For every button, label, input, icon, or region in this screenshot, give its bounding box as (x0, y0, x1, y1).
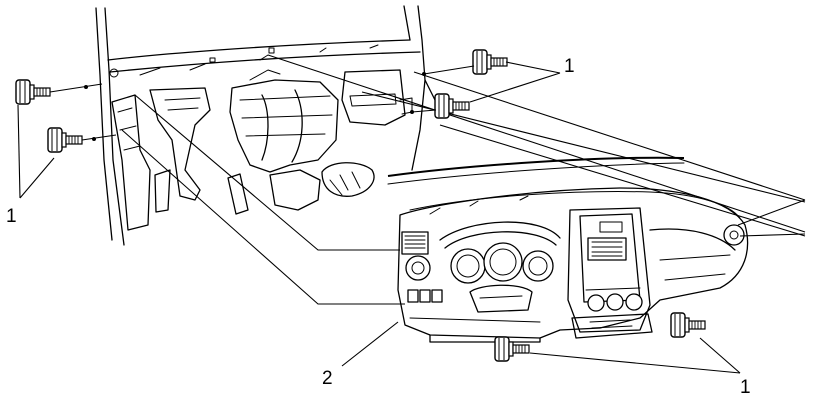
bolt-leader-lines (49, 65, 475, 141)
callout-1-left: 1 (6, 206, 17, 227)
callout-1-bottom-right: 1 (740, 377, 751, 398)
callout-leaders (17, 61, 741, 374)
callout-1-top-right: 1 (564, 56, 575, 77)
vehicle-body-frame (95, 5, 441, 246)
hvac-and-brackets (111, 69, 375, 231)
instrument-panel (387, 156, 749, 343)
callout-2-panel: 2 (322, 368, 333, 389)
